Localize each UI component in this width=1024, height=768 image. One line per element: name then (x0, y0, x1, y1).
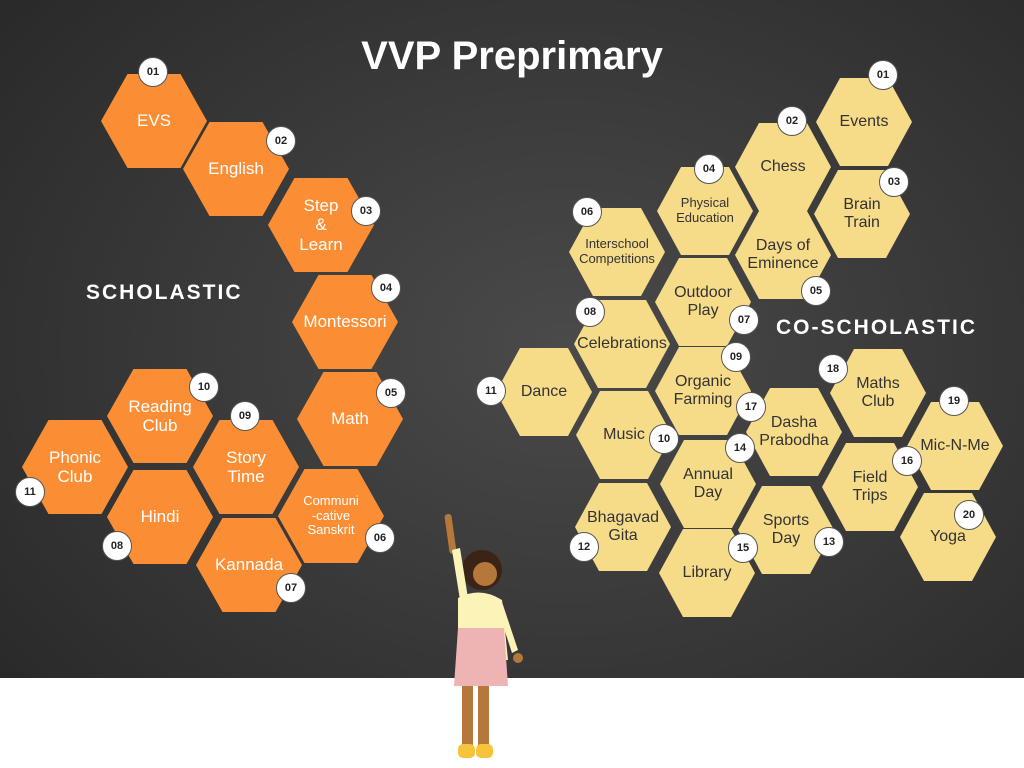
number-badge: 12 (569, 532, 599, 562)
hex-label: Events (839, 113, 889, 131)
number-badge: 02 (266, 126, 296, 156)
hex-label: Outdoor Play (674, 284, 732, 319)
number-badge: 06 (365, 523, 395, 553)
number-badge: 10 (649, 424, 679, 454)
hex-label: Sports Day (762, 512, 810, 547)
girl-illustration (444, 514, 523, 758)
hex-label: Yoga (930, 528, 966, 546)
number-badge: 20 (954, 500, 984, 530)
number-badge: 10 (189, 372, 219, 402)
floor (0, 678, 1024, 768)
hex-label: Annual Day (683, 466, 733, 501)
hex-label: Step & Learn (299, 196, 343, 254)
number-badge: 08 (575, 297, 605, 327)
number-badge: 08 (102, 531, 132, 561)
hex-label: Music (603, 426, 645, 444)
number-badge: 15 (728, 533, 758, 563)
number-badge: 06 (572, 197, 602, 227)
number-badge: 04 (694, 154, 724, 184)
hex-label: Dance (520, 383, 568, 401)
hex-label: Celebrations (577, 335, 667, 353)
hex-label: Library (682, 564, 732, 582)
number-badge: 03 (351, 196, 381, 226)
hex-label: Brain Train (843, 196, 881, 231)
number-badge: 09 (230, 401, 260, 431)
scholastic-hex-06: Communi -cative Sanskrit (278, 469, 384, 563)
co-scholastic-hex-11: Dance (496, 348, 592, 436)
number-badge: 02 (777, 106, 807, 136)
hex-label: Story Time (226, 447, 266, 486)
scholastic-hex-09: Story Time (193, 420, 299, 514)
number-badge: 04 (371, 273, 401, 303)
number-badge: 05 (376, 378, 406, 408)
scholastic-hex-01: EVS (101, 74, 207, 168)
number-badge: 17 (736, 392, 766, 422)
co-scholastic-hex-01: Events (816, 78, 912, 166)
scholastic-heading: SCHOLASTIC (86, 281, 243, 304)
co-scholastic-hex-02: Chess (735, 123, 831, 211)
hex-label: Maths Club (856, 375, 900, 410)
number-badge: 11 (15, 477, 45, 507)
hex-label: Chess (760, 158, 806, 176)
hex-label: Reading Club (128, 396, 192, 435)
hex-label: Field Trips (852, 469, 888, 504)
hex-label: Communi -cative Sanskrit (303, 493, 359, 538)
number-badge: 14 (725, 433, 755, 463)
scholastic-hex-03: Step & Learn (268, 178, 374, 272)
hex-label: Phonic Club (49, 447, 101, 486)
hex-label: English (208, 159, 264, 179)
number-badge: 13 (814, 527, 844, 557)
number-badge: 09 (721, 342, 751, 372)
hex-label: Mic-N-Me (920, 437, 990, 455)
hex-label: EVS (136, 111, 172, 131)
number-badge: 05 (801, 276, 831, 306)
hex-label: Hindi (140, 507, 180, 527)
page-title: VVP Preprimary (361, 34, 663, 78)
co-scholastic-heading: CO-SCHOLASTIC (776, 316, 977, 339)
hex-label: Montessori (303, 312, 387, 332)
number-badge: 19 (939, 386, 969, 416)
number-badge: 16 (892, 446, 922, 476)
co-scholastic-hex-05: Days of Eminence (735, 211, 831, 299)
number-badge: 07 (276, 573, 306, 603)
number-badge: 18 (818, 354, 848, 384)
hex-label: Physical Education (676, 195, 734, 225)
hex-label: Math (331, 409, 369, 429)
hex-label: Days of Eminence (747, 237, 819, 272)
number-badge: 01 (138, 57, 168, 87)
number-badge: 07 (729, 305, 759, 335)
hex-label: Kannada (214, 555, 284, 575)
number-badge: 11 (476, 376, 506, 406)
number-badge: 03 (879, 167, 909, 197)
hex-label: Bhagavad Gita (586, 509, 660, 544)
hex-label: Dasha Prabodha (759, 414, 829, 449)
hex-label: Interschool Competitions (579, 236, 655, 266)
number-badge: 01 (868, 60, 898, 90)
hex-label: Organic Farming (673, 373, 733, 408)
